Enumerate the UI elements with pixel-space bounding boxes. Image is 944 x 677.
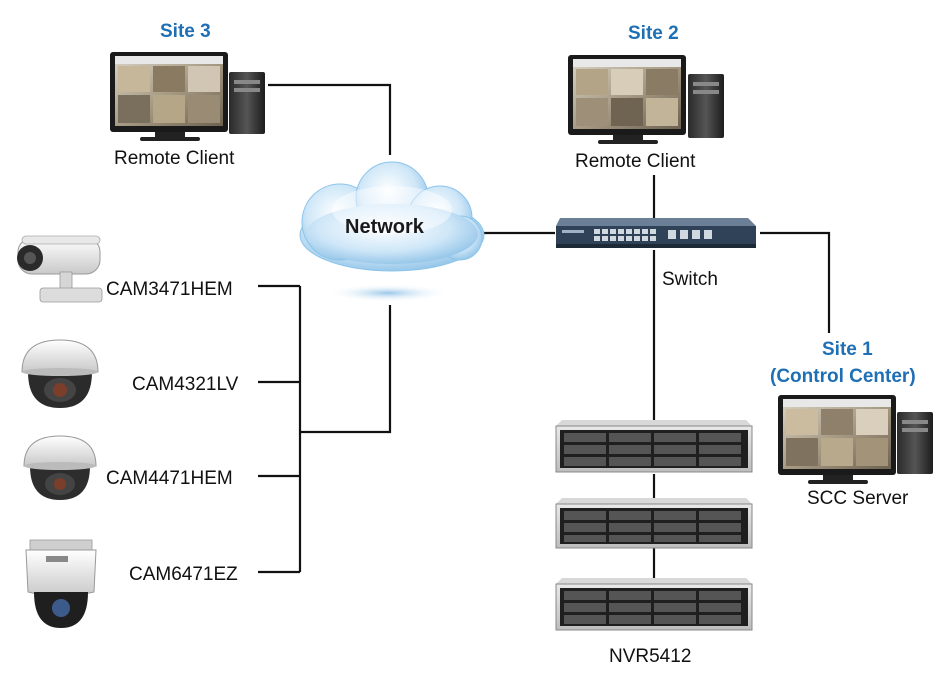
- site2-workstation-icon: [568, 55, 724, 144]
- site1-workstation-icon: [778, 395, 933, 484]
- dome-camera-2-icon: [23, 435, 97, 500]
- switch-icon: [556, 218, 756, 248]
- ptz-camera-icon: [25, 539, 97, 628]
- network-label: Network: [345, 216, 424, 238]
- nvr-label: NVR5412: [609, 646, 692, 667]
- line-switch-to-site1: [760, 231, 831, 333]
- camera-label-2: CAM4321LV: [132, 374, 239, 395]
- connection-lines: [258, 83, 831, 578]
- camera-label-1: CAM3471HEM: [106, 279, 233, 300]
- dome-camera-1-icon: [21, 339, 99, 408]
- site2-title: Site 2: [628, 23, 679, 44]
- nvr-unit-1-icon: [555, 420, 753, 473]
- nvr-unit-3-icon: [555, 578, 753, 631]
- site3-title: Site 3: [160, 21, 211, 42]
- network-cloud-icon: [299, 161, 485, 302]
- site3-workstation-icon: [110, 52, 265, 141]
- site1-device-label: SCC Server: [807, 488, 909, 509]
- switch-label: Switch: [662, 269, 718, 290]
- nvr-unit-2-icon: [555, 498, 753, 549]
- camera-label-4: CAM6471EZ: [129, 564, 238, 585]
- camera-label-3: CAM4471HEM: [106, 468, 233, 489]
- site1-title-line1: Site 1: [822, 339, 873, 360]
- site2-device-label: Remote Client: [575, 151, 696, 172]
- line-site3-to-network: [268, 83, 392, 155]
- site1-title-line2: (Control Center): [770, 366, 916, 387]
- site3-device-label: Remote Client: [114, 148, 235, 169]
- bullet-camera-icon: [17, 235, 103, 303]
- line-network-to-camera-bus: [300, 305, 392, 434]
